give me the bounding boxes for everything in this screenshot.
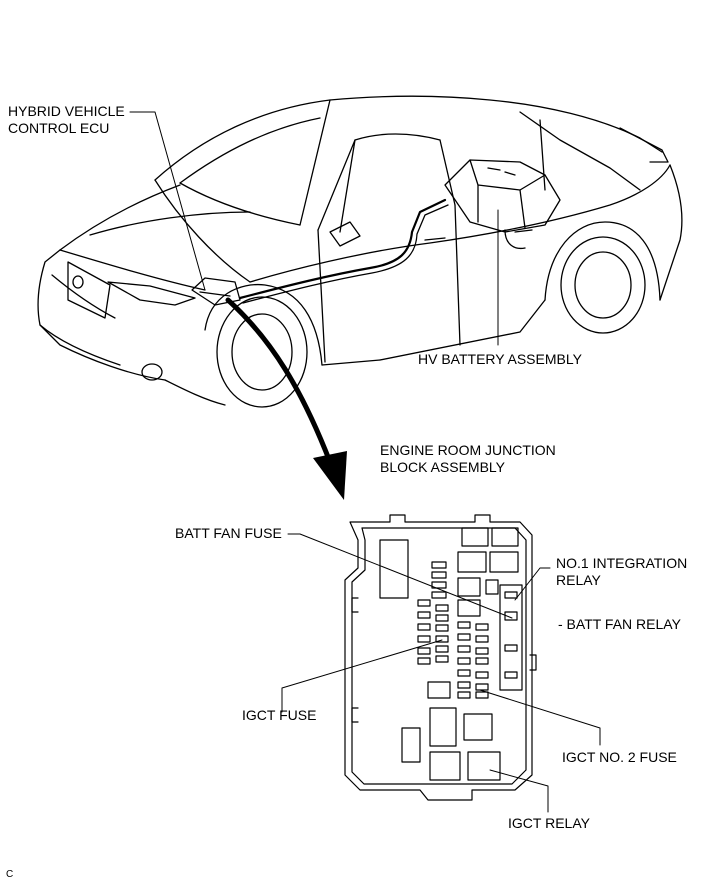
label-junction-block-line2: BLOCK ASSEMBLY	[380, 459, 506, 475]
junction-block-assembly	[281, 514, 601, 813]
label-igct-relay: IGCT RELAY	[508, 815, 590, 831]
label-batt-fan-fuse: BATT FAN FUSE	[175, 525, 282, 541]
label-junction-block-line1: ENGINE ROOM JUNCTION	[380, 442, 556, 458]
label-hv-battery-assembly: HV BATTERY ASSEMBLY	[418, 351, 582, 367]
label-integration-relay-line2: RELAY	[556, 572, 601, 588]
callout-arrow	[225, 297, 347, 500]
corner-code: C	[6, 869, 14, 880]
label-hybrid-ecu-line2: CONTROL ECU	[8, 120, 110, 136]
label-igct-fuse: IGCT FUSE	[242, 707, 317, 723]
label-integration-relay-line1: NO.1 INTEGRATION	[556, 555, 688, 571]
label-igct-no2-fuse: IGCT NO. 2 FUSE	[562, 749, 677, 765]
label-hybrid-ecu-line1: HYBRID VEHICLE	[8, 103, 125, 119]
car-illustration	[37, 95, 683, 408]
label-batt-fan-relay: - BATT FAN RELAY	[558, 616, 681, 632]
